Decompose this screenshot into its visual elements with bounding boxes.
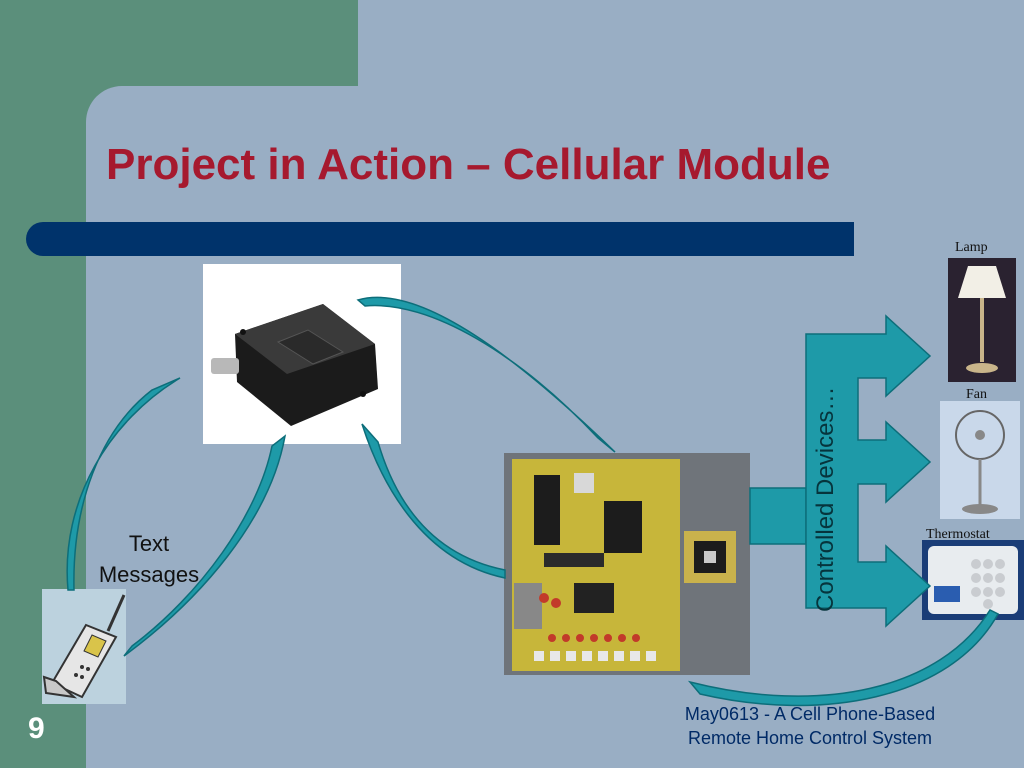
curve-arrow-board-to-module	[361, 423, 506, 579]
text-messages-line1: Text	[128, 531, 170, 556]
curve-arrow-module-to-board	[356, 296, 616, 453]
thermostat-image	[922, 540, 1024, 620]
footer-caption: May0613 - A Cell Phone-Based Remote Home…	[660, 702, 960, 750]
lamp-label: Lamp	[955, 240, 988, 255]
branch-arrow-to-devices	[805, 314, 932, 628]
fan-label: Fan	[966, 387, 987, 402]
slide-number: 9	[28, 712, 45, 745]
curve-arrow-phone-to-module	[66, 377, 181, 591]
curve-arrow-thermostat-to-board	[687, 609, 1000, 707]
cellular-module-image	[203, 264, 401, 444]
lamp-image	[948, 258, 1016, 382]
title-underline-bar	[26, 222, 854, 256]
microcontroller-board-image	[504, 453, 750, 675]
curve-arrow-module-to-phone	[123, 434, 287, 657]
footer-line1: May0613 - A Cell Phone-Based	[684, 704, 936, 724]
cell-phone-image	[42, 589, 126, 704]
text-messages-line2: Messages	[98, 562, 200, 587]
controlled-devices-label: Controlled Devices…	[812, 386, 839, 612]
top-background	[358, 0, 1024, 86]
fan-image	[940, 401, 1020, 519]
text-messages-label: Text Messages	[84, 528, 214, 590]
footer-line2: Remote Home Control System	[687, 728, 933, 748]
slide-title: Project in Action – Cellular Module	[106, 140, 831, 189]
branch-arrow-stem	[749, 487, 807, 545]
thermostat-label: Thermostat	[926, 527, 990, 542]
